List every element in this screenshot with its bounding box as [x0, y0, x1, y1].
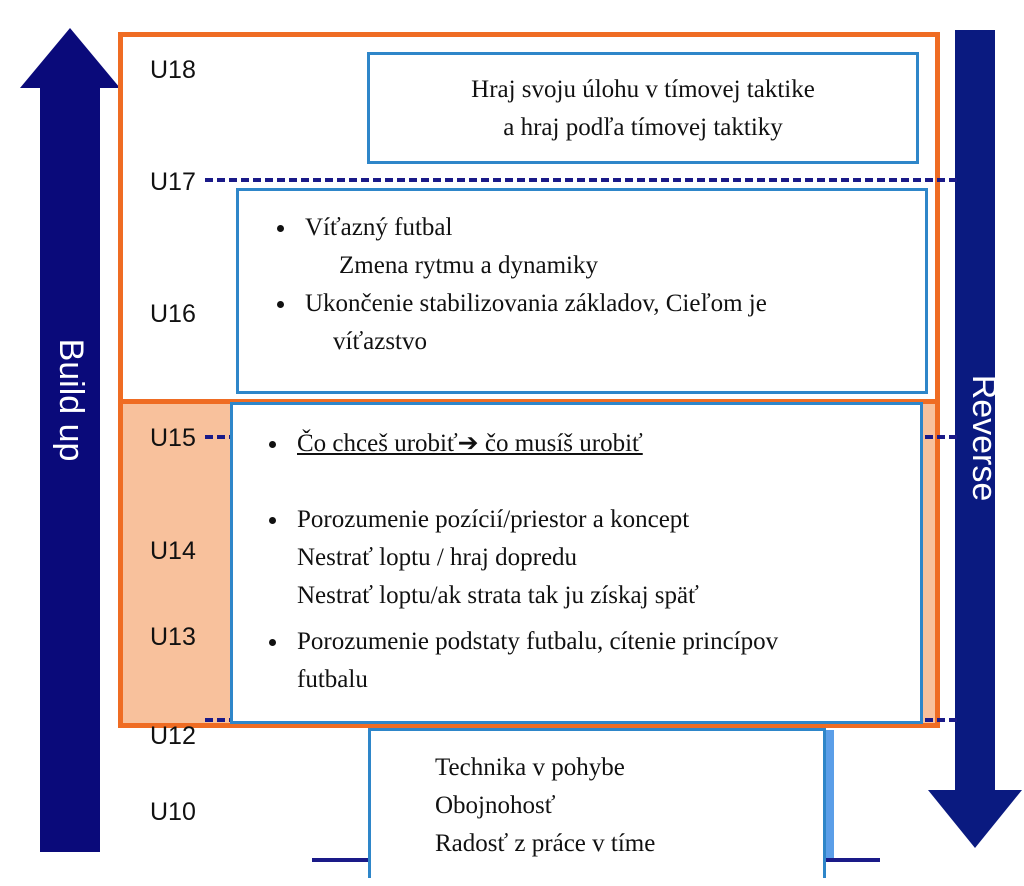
- bullet-subtext: futbalu: [297, 666, 368, 693]
- age-label-u18: U18: [150, 56, 196, 84]
- bullet-text: Porozumenie podstaty futbalu, cítenie pr…: [297, 628, 779, 655]
- box-winning-football: Víťazný futbal Zmena rytmu a dynamiky Uk…: [236, 188, 928, 394]
- build-up-arrow: [20, 28, 120, 852]
- box-technique: Technika v pohybe Obojnohosť Radosť z pr…: [368, 728, 826, 878]
- bullet-subtext: Nestrať loptu/ak strata tak ju získaj sp…: [297, 582, 699, 609]
- age-label-u13: U13: [150, 623, 196, 651]
- bullet-text: Porozumenie pozícií/priestor a koncept: [297, 506, 690, 533]
- age-label-u12: U12: [150, 722, 196, 750]
- box-understanding: Čo chceš urobiť➔ čo musíš urobiť Porozum…: [230, 402, 923, 724]
- bullet-subtext: Zmena rytmu a dynamiky: [339, 252, 598, 279]
- dashed-line-u17: [205, 178, 957, 182]
- box-team-tactics-line-1: Hraj svoju úlohu v tímovej taktike: [471, 76, 815, 103]
- box-team-tactics-line-2: a hraj podľa tímovej taktiky: [503, 114, 783, 141]
- bullet-subtext: víťazstvo: [333, 328, 427, 355]
- box-technique-line-2: Obojnohosť: [435, 792, 556, 819]
- bullet-text: Čo chceš urobiť➔ čo musíš urobiť: [297, 430, 643, 457]
- build-up-label: Build up: [52, 338, 90, 462]
- age-label-u10: U10: [150, 798, 196, 826]
- bullet-item: Ukončenie stabilizovania základov, Cieľo…: [267, 285, 915, 323]
- box-technique-line-3: Radosť z práce v tíme: [435, 830, 656, 857]
- box-team-tactics: Hraj svoju úlohu v tímovej taktike a hra…: [367, 52, 919, 164]
- reverse-arrow: [928, 30, 1022, 848]
- bullet-subtext: Nestrať loptu / hraj dopredu: [297, 544, 578, 571]
- age-label-u17: U17: [150, 168, 196, 196]
- bullet-item: Porozumenie podstaty futbalu, cítenie pr…: [259, 623, 910, 661]
- box-technique-line-1: Technika v pohybe: [435, 754, 625, 781]
- reverse-label: Reverse: [965, 374, 1003, 502]
- age-label-u16: U16: [150, 300, 196, 328]
- orange-frame: [118, 32, 940, 728]
- bullet-text: Víťazný futbal: [305, 214, 453, 241]
- bullet-item: Víťazný futbal: [267, 209, 915, 247]
- bullet-item: Čo chceš urobiť➔ čo musíš urobiť: [259, 425, 910, 463]
- bullet-text: Ukončenie stabilizovania základov, Cieľo…: [305, 290, 767, 317]
- age-label-u14: U14: [150, 537, 196, 565]
- orange-divider: [118, 399, 940, 404]
- bullet-item: Porozumenie pozícií/priestor a koncept: [259, 501, 910, 539]
- age-label-u15: U15: [150, 424, 196, 452]
